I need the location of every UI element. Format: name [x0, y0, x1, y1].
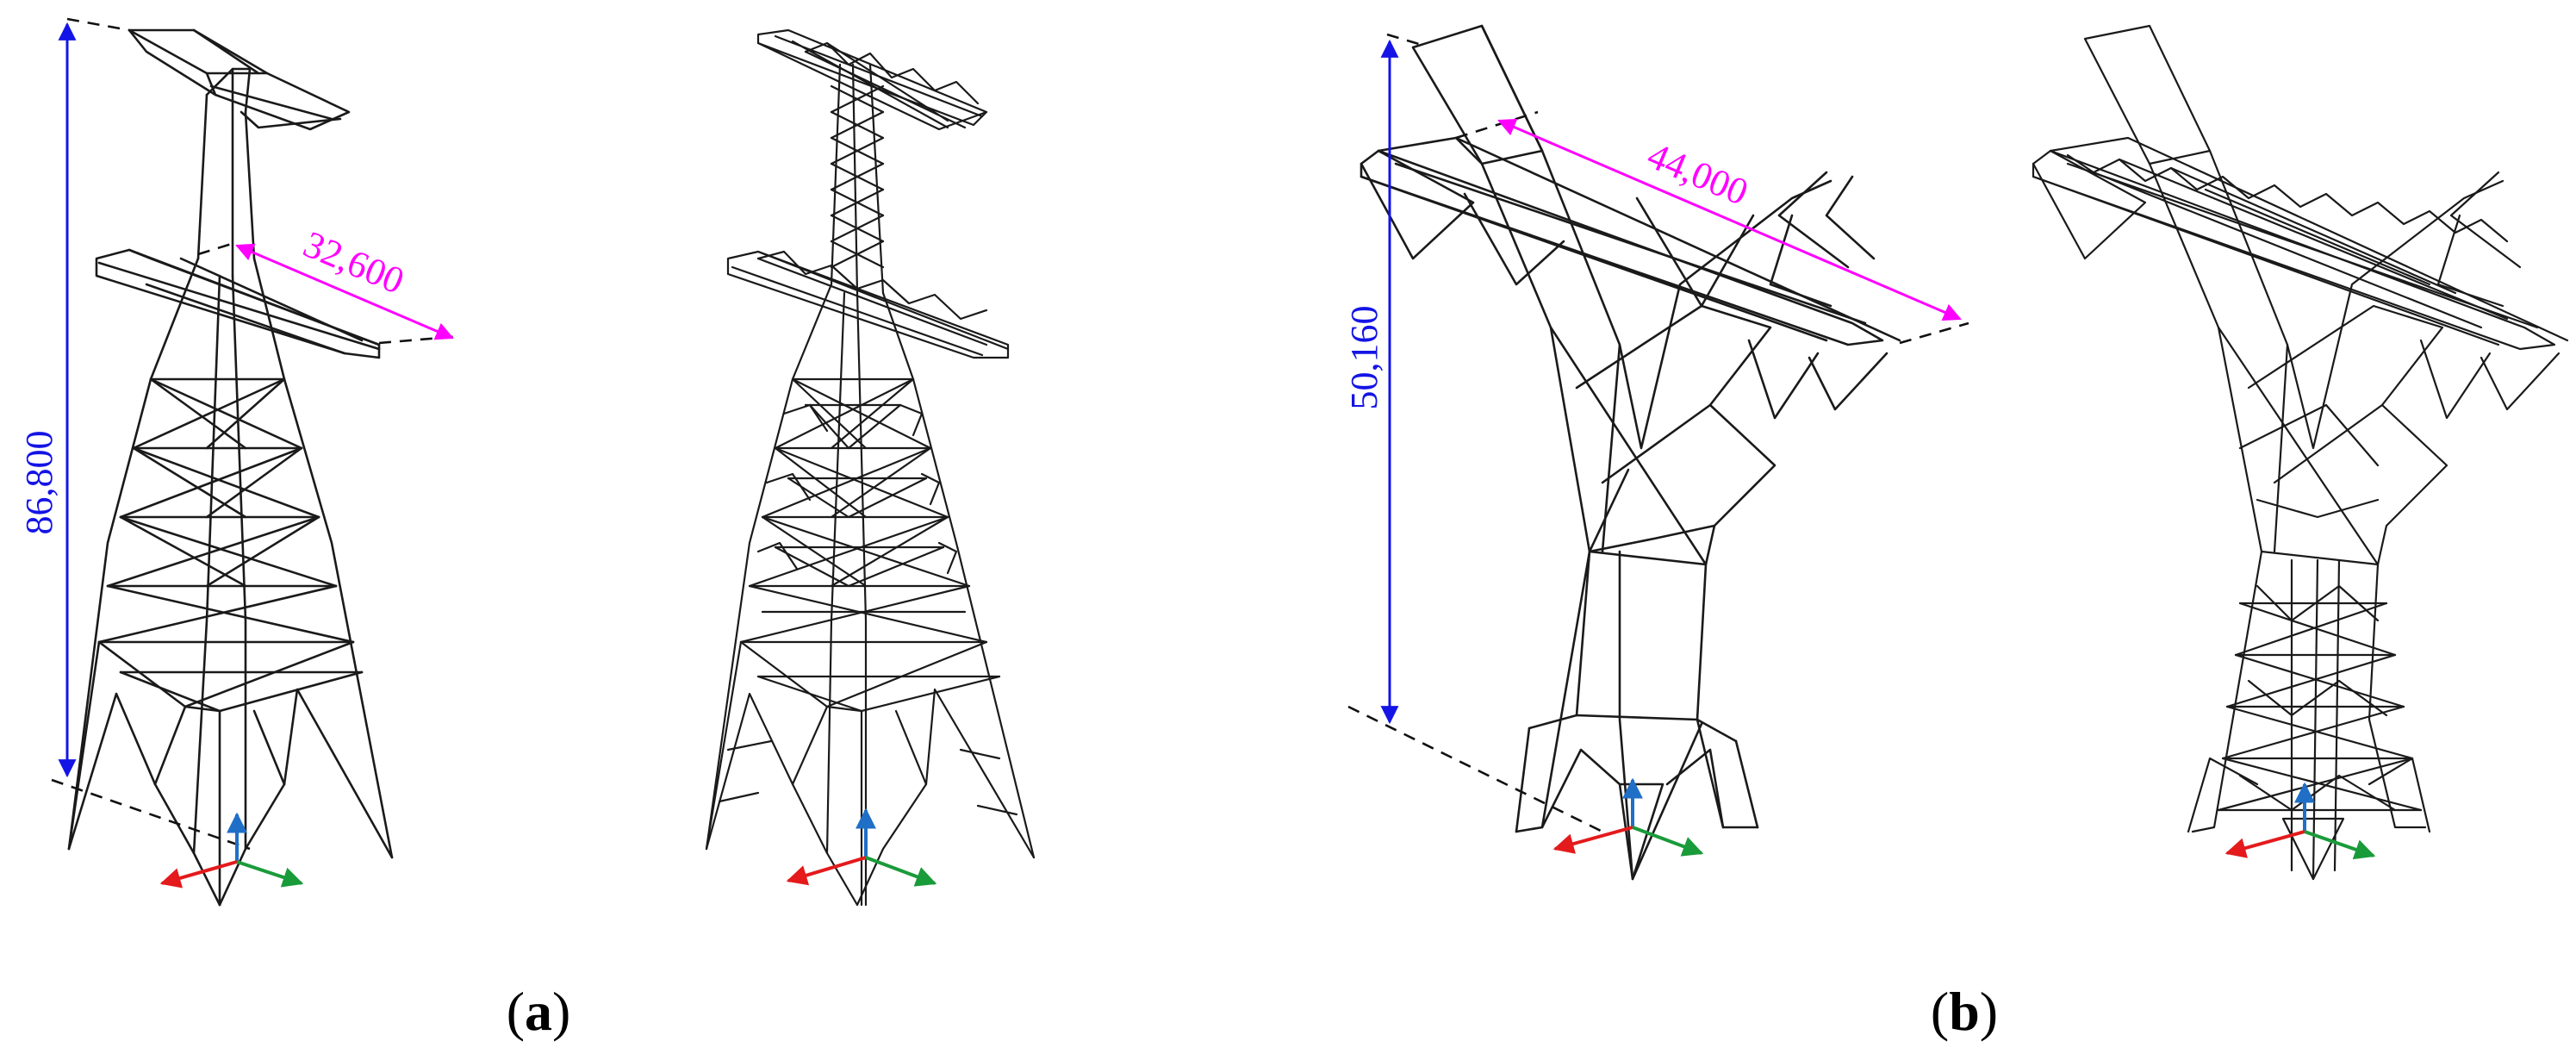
panel-b: 50,160 44,000 — [1343, 24, 2569, 881]
axis-triad-b1 — [1552, 777, 1704, 857]
height-dimension-b: 50,160 — [1343, 33, 1603, 833]
arm-label-a: 32,600 — [297, 222, 410, 302]
height-label-b: 50,160 — [1343, 306, 1385, 410]
tower-a-simplified — [67, 28, 394, 907]
tower-b-simplified — [1360, 24, 1901, 881]
panel-label-a: (a) — [507, 981, 571, 1042]
panel-a: 86,800 32,600 — [18, 17, 1036, 907]
axis-triad-a1 — [159, 812, 304, 889]
tower-b-detailed — [2032, 24, 2569, 881]
axis-triad-a2 — [786, 807, 937, 887]
panel-label-b: (b) — [1931, 981, 1998, 1042]
panel-label-a-letter: a — [525, 981, 552, 1042]
height-dimension-a: 86,800 — [18, 17, 251, 851]
tower-a-detailed — [705, 28, 1036, 907]
height-label-a: 86,800 — [18, 431, 60, 535]
arm-label-b: 44,000 — [1641, 134, 1754, 213]
panel-label-b-letter: b — [1949, 981, 1980, 1042]
axis-triad-b2 — [2224, 782, 2376, 860]
